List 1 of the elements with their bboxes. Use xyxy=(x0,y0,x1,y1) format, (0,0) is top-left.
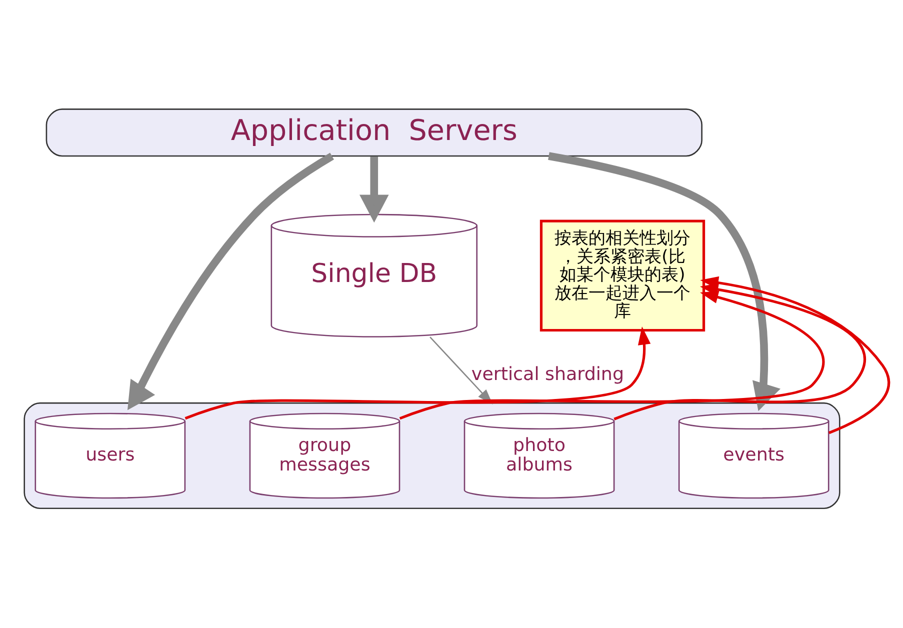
edge-label: vertical sharding xyxy=(471,364,624,385)
